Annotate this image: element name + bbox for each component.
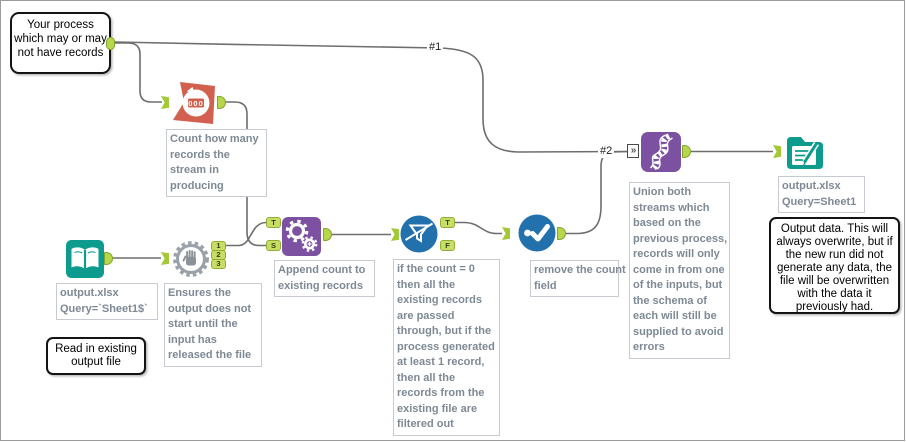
union-output-anchor[interactable] xyxy=(682,145,691,158)
comment-process-output-anchor[interactable] xyxy=(106,37,115,50)
comment-output-info[interactable]: Output data. This will always overwrite,… xyxy=(769,217,900,314)
filter-true-output-anchor[interactable]: T xyxy=(440,217,455,228)
select-checkmark-icon xyxy=(518,214,556,252)
append-target-input-anchor[interactable]: T xyxy=(266,217,281,228)
tool-union[interactable] xyxy=(641,132,681,172)
append-fields-output-anchor[interactable] xyxy=(323,228,332,241)
count-records-icon: 000 xyxy=(173,82,215,124)
connection-label-2: #2 xyxy=(598,145,615,158)
filter-input-anchor[interactable] xyxy=(391,228,399,241)
tool-filter[interactable] xyxy=(400,215,438,253)
connection-process-to-count[interactable] xyxy=(114,42,162,103)
union-zipper-icon xyxy=(641,132,681,172)
block-until-done-annotation: Ensures the output does not start until … xyxy=(164,283,262,367)
count-records-output-anchor[interactable] xyxy=(217,96,226,109)
union-annotation: Union both streams which based on the pr… xyxy=(629,182,730,359)
input-data-output-anchor[interactable] xyxy=(104,252,113,265)
input-data-book-icon xyxy=(66,240,104,278)
filter-annotation: if the count = 0 then all the existing r… xyxy=(393,259,500,436)
tool-input-data[interactable] xyxy=(66,240,104,278)
filter-false-output-anchor[interactable]: F xyxy=(440,240,455,251)
tool-count-records[interactable]: 000 xyxy=(172,81,216,125)
block-output-anchor-3[interactable]: 3 xyxy=(211,259,226,269)
block-until-done-input-anchor[interactable] xyxy=(161,252,169,265)
tool-append-fields[interactable] xyxy=(282,217,321,256)
append-fields-gears-icon xyxy=(282,217,321,256)
connection-block1-to-append-target[interactable] xyxy=(226,221,267,247)
tool-select[interactable] xyxy=(518,214,556,252)
connection-select-to-union[interactable] xyxy=(565,150,629,235)
select-output-anchor[interactable] xyxy=(557,227,566,240)
counter-text: 000 xyxy=(188,99,204,108)
union-multi-input-anchor[interactable]: » xyxy=(627,144,639,158)
comment-process[interactable]: Your process which may or may not have r… xyxy=(10,12,111,74)
comment-read-existing[interactable]: Read in existing output file xyxy=(46,337,146,375)
count-records-input-anchor[interactable] xyxy=(161,96,169,109)
tool-block-until-done[interactable] xyxy=(172,240,210,278)
output-data-folder-icon xyxy=(787,137,823,169)
count-records-annotation: Count how many records the stream in pro… xyxy=(166,129,267,197)
append-fields-annotation: Append count to existing records xyxy=(274,260,375,297)
output-data-input-anchor[interactable] xyxy=(773,145,781,158)
select-annotation: remove the count field xyxy=(530,260,626,297)
connection-label-1: #1 xyxy=(427,41,444,54)
output-data-annotation: output.xlsx Query=Sheet1 xyxy=(778,176,865,213)
block-until-done-hand-icon xyxy=(173,241,209,277)
connection-filtertrue-to-select[interactable] xyxy=(454,221,502,235)
input-data-annotation: output.xlsx Query=`Sheet1$` xyxy=(56,283,158,320)
select-input-anchor[interactable] xyxy=(502,227,510,240)
filter-funnel-icon xyxy=(400,215,438,253)
tool-output-data[interactable] xyxy=(785,133,825,173)
append-source-input-anchor[interactable]: S xyxy=(266,240,281,251)
